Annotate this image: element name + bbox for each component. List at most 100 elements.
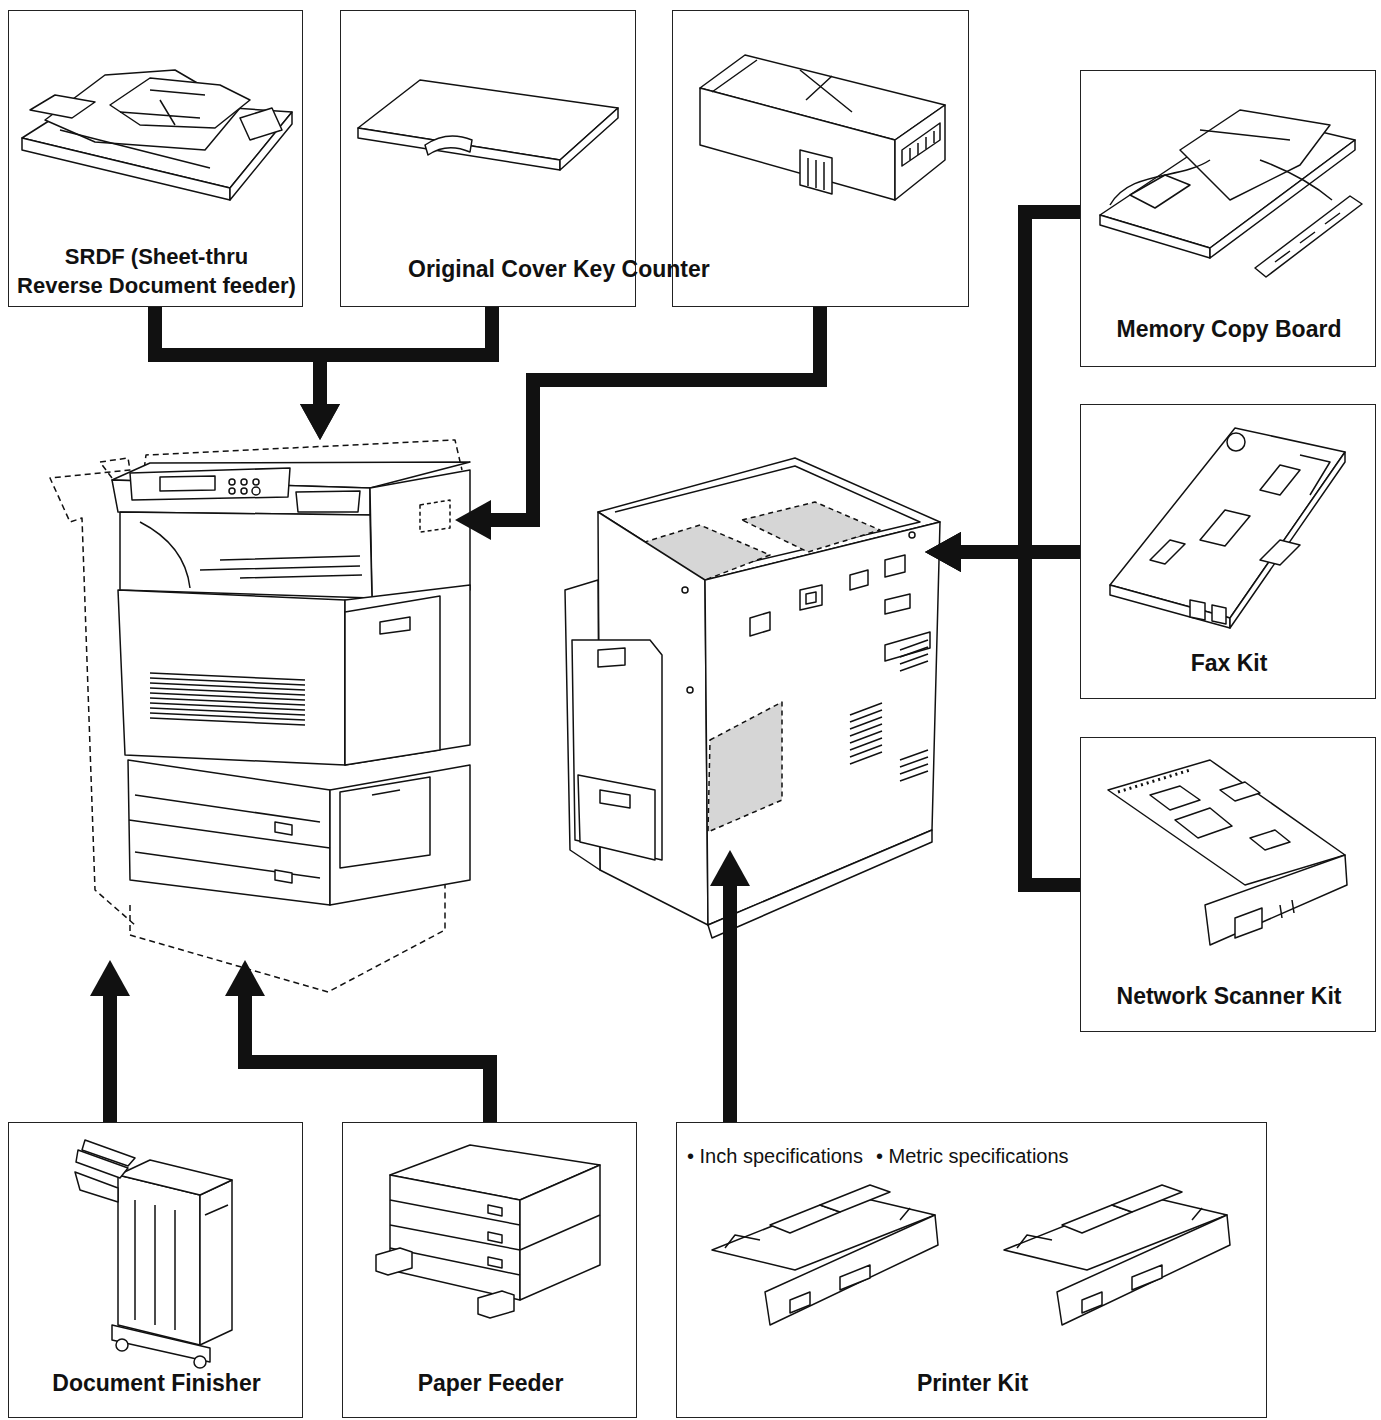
option-box: SRDF (Sheet-thru Reverse Document feeder… [8,10,303,307]
fax-kit-illustration-part [1110,585,1230,628]
paper-feeder-illustration-part [488,1232,502,1243]
connector-arrow [103,978,117,1122]
copier-front-drawing-part [150,673,305,725]
copier-back-drawing-part [598,648,625,667]
fax-kit-illustration-part [1150,540,1185,564]
connector-arrow [943,545,1080,559]
document-finisher-illustration-part [75,1172,118,1202]
copier-back-drawing-part [850,703,882,764]
network-scanner-kit-illustration-part [1250,830,1290,850]
connector-arrow [155,307,320,422]
connector-arrow [245,978,490,1122]
copier-back-drawing-part [900,640,928,781]
copier-back-drawing-part [682,587,688,593]
printer-kit-board-illustration-part [840,1265,870,1290]
srdf-illustration [22,70,292,200]
copier-front-drawing-part [420,500,450,532]
printer-kit-board-illustration-part [725,1208,910,1248]
printer-kit-board-illustration [712,1185,938,1325]
network-scanner-kit-illustration-part [1220,782,1260,801]
document-finisher-illustration-part [135,1200,228,1330]
printer-kit-board-illustration-part [1062,1205,1132,1233]
key-counter-illustration-part [910,131,934,160]
copier-front-drawing-part [296,491,360,512]
copier-front-drawing-part [330,765,470,905]
connector-arrow [943,552,1080,885]
network-scanner-kit-illustration-part [1280,900,1294,918]
document-finisher-illustration-part [116,1339,128,1351]
fax-kit-illustration-part [1212,605,1226,624]
document-finisher-illustration-part [118,1175,200,1345]
paper-feeder-illustration-part [390,1200,600,1275]
copier-front-drawing-part [241,488,247,494]
copier-front-drawing-part [160,476,215,491]
copier-front-drawing-part [380,617,410,634]
copier-front-drawing-part [275,822,292,835]
network-scanner-kit-illustration-part [1108,760,1345,885]
copier-front-drawing-part [253,479,259,485]
fax-kit-illustration-part [1260,465,1300,495]
fax-kit-illustration-part [1300,455,1330,495]
copier-front-drawing-part [345,585,470,765]
network-scanner-kit-illustration-part [1235,908,1262,938]
document-finisher-illustration-part [194,1356,206,1368]
option-box: Network Scanner Kit [1080,737,1376,1032]
printer-kit-board-illustration-part [1082,1292,1102,1313]
option-name: Network Scanner Kit [1081,984,1377,1008]
printer-kit-board-illustration-part [770,1205,840,1233]
srdf-illustration-part [60,90,210,168]
memory-copy-board-illustration-part [1275,213,1340,262]
connector-arrow [473,307,820,520]
copier-back-drawing-part [600,790,630,808]
copier-unit [45,440,455,960]
original-cover-illustration-part [358,128,560,170]
copier-front-drawing-part [128,760,330,905]
original-cover-illustration [358,80,618,170]
document-finisher-illustration [75,1140,232,1368]
copier-front-drawing-part [275,870,292,883]
copier-front-drawing-part [140,522,362,588]
option-box: Memory Copy Board [1080,70,1376,367]
label-line: SRDF (Sheet-thru [65,244,248,269]
copier-back-drawing-part [572,640,662,860]
copier-front-drawing [50,440,470,992]
srdf-illustration-part [30,95,95,118]
srdf-illustration-part [240,108,282,140]
option-name: • Inch specifications [687,1144,863,1168]
network-scanner-kit-illustration-part [1118,770,1190,792]
copier-back-drawing-part [708,830,932,938]
fax-kit-illustration-part [1110,428,1345,618]
key-counter-illustration-part [895,105,945,200]
network-scanner-kit-illustration-part [1175,808,1232,838]
copier-back-drawing-part [705,522,940,925]
network-scanner-kit-illustration [1108,760,1347,945]
copier-front-drawing-part [370,470,470,598]
option-box: Document Finisher [8,1122,303,1418]
option-box: Fax Kit [1080,404,1376,699]
fax-kit-illustration [1110,428,1345,628]
copier-back-drawing-part [687,687,693,693]
copier-back-drawing-part [885,555,905,577]
fax-kit-illustration-part [1260,540,1300,565]
copier-back-drawing-part [885,632,930,661]
option-box: Key Counter [672,10,969,307]
copier-back-drawing [565,458,940,938]
copier-front-drawing-part [372,790,400,795]
key-counter-illustration-part [902,123,940,166]
fax-kit-illustration-part [1190,600,1205,620]
copier-unit [560,455,925,850]
printer-kit-board-illustration-part [1017,1208,1202,1248]
fax-kit-illustration-part [1230,452,1345,628]
connector-arrow [723,868,737,1122]
copier-back-drawing-part [800,585,822,610]
original-cover-illustration-part [560,108,618,170]
printer-kit-board-illustration-part [1132,1265,1162,1290]
copier-front-drawing-part [229,488,235,494]
memory-copy-board-illustration [1100,110,1362,277]
printer-kit-board-illustration-part [1112,1185,1182,1212]
option-name: • Metric specifications [876,1144,1069,1168]
key-counter-illustration-part [700,88,895,200]
copier-front-drawing-part [120,512,372,598]
copier-back-drawing-part [850,570,868,590]
key-counter-illustration-part [800,150,832,194]
